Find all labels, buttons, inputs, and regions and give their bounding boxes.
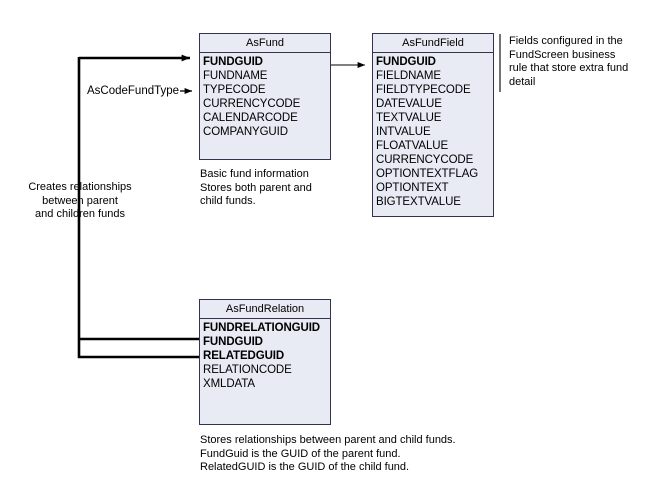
field-asfundfield-intvalue: INTVALUE — [376, 126, 431, 138]
field-asfundfield-floatvalue: FLOATVALUE — [376, 140, 449, 152]
field-asfundfield-currencycode: CURRENCYCODE — [376, 154, 474, 166]
field-asfundfield-datevalue: DATEVALUE — [376, 98, 442, 110]
field-asfundfield-optiontext: OPTIONTEXT — [376, 182, 449, 194]
field-asfundfield-fundguid: FUNDGUID — [376, 56, 436, 68]
entity-asfund[interactable]: AsFund FUNDGUID FUNDNAME TYPECODE CURREN… — [199, 33, 331, 160]
relationship-label-ascodefundtype: AsCodeFundType — [86, 84, 181, 98]
note-asfund: Basic fund information Stores both paren… — [200, 168, 312, 207]
entity-asfundrelation-field-list: FUNDRELATIONGUID FUNDGUID RELATEDGUID RE… — [200, 319, 330, 395]
field-asfund-fundname: FUNDNAME — [203, 70, 268, 82]
field-asfundfield-textvalue: TEXTVALUE — [376, 112, 442, 124]
field-asfundfield-bigtextvalue: BIGTEXTVALUE — [376, 196, 461, 208]
note-relation-trunk: Creates relationships between parent and… — [28, 181, 132, 220]
field-asfundfield-fieldtypecode: FIELDTYPECODE — [376, 84, 471, 96]
field-asfundrelation-relatedguid: RELATEDGUID — [203, 350, 285, 362]
field-asfundrelation-fundrelationguid: FUNDRELATIONGUID — [203, 322, 321, 334]
field-asfund-fundguid: FUNDGUID — [203, 56, 263, 68]
note-asfundrelation: Stores relationships between parent and … — [200, 434, 456, 473]
field-asfundfield-fieldname: FIELDNAME — [376, 70, 441, 82]
field-asfund-typecode: TYPECODE — [203, 84, 266, 96]
field-asfundrelation-xmldata: XMLDATA — [203, 378, 255, 390]
field-asfundrelation-fundguid: FUNDGUID — [203, 336, 263, 348]
entity-asfundrelation[interactable]: AsFundRelation FUNDRELATIONGUID FUNDGUID… — [199, 299, 331, 425]
note-asfundfield: Fields configured in the FundScreen busi… — [509, 35, 629, 88]
field-asfund-companyguid: COMPANYGUID — [203, 126, 288, 138]
field-asfundrelation-relationcode: RELATIONCODE — [203, 364, 292, 376]
field-asfund-currencycode: CURRENCYCODE — [203, 98, 301, 110]
entity-asfund-title: AsFund — [200, 34, 330, 53]
entity-asfund-field-list: FUNDGUID FUNDNAME TYPECODE CURRENCYCODE … — [200, 53, 330, 143]
entity-asfundfield-title: AsFundField — [373, 34, 493, 53]
field-asfundfield-optiontextflag: OPTIONTEXTFLAG — [376, 168, 479, 180]
field-asfund-calendarcode: CALENDARCODE — [203, 112, 298, 124]
entity-asfundfield[interactable]: AsFundField FUNDGUID FIELDNAME FIELDTYPE… — [372, 33, 494, 217]
entity-asfundrelation-title: AsFundRelation — [200, 300, 330, 319]
entity-asfundfield-field-list: FUNDGUID FIELDNAME FIELDTYPECODE DATEVAL… — [373, 53, 493, 213]
